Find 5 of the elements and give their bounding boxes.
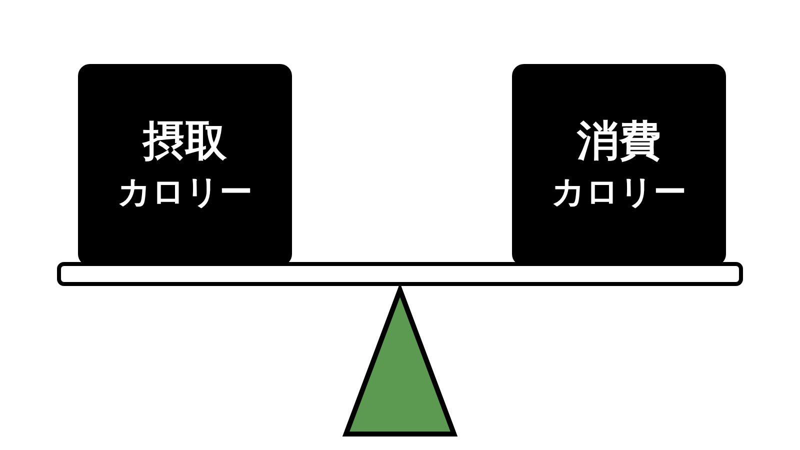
box-heading: 消費 [577, 116, 661, 167]
box-subtitle: カロリー [552, 170, 686, 213]
box-subtitle: カロリー [118, 170, 252, 213]
box-heading: 摂取 [143, 116, 227, 167]
balance-beam [57, 262, 743, 286]
